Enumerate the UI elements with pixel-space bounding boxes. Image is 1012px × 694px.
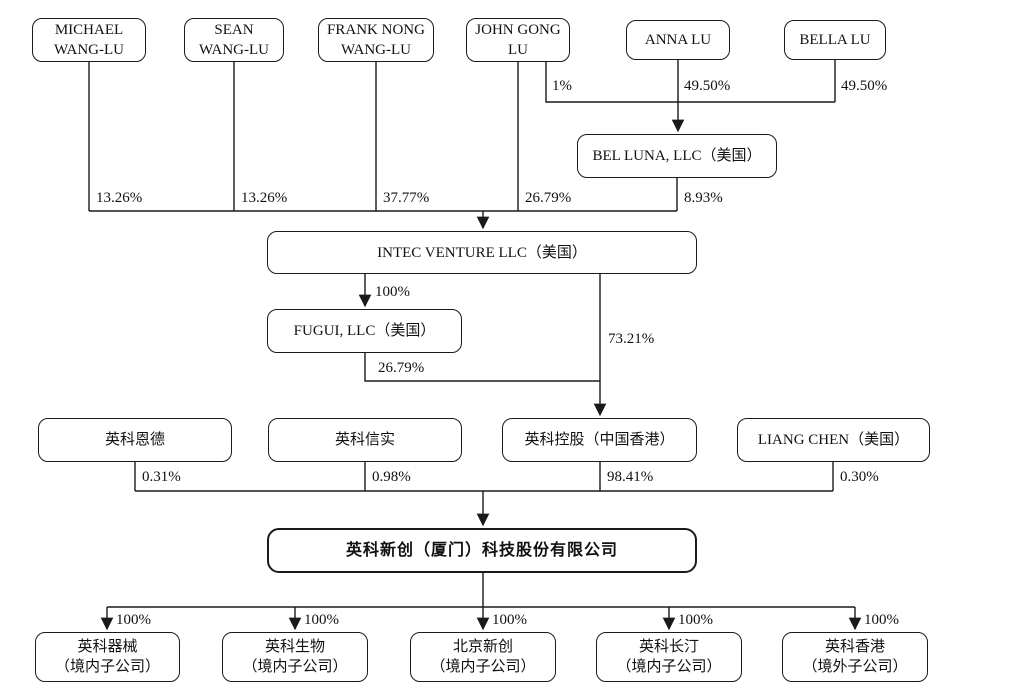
ownership-label-liangchen-main: 0.30% — [840, 469, 879, 485]
ownership-label-ende-main: 0.31% — [142, 469, 181, 485]
plain-connectors — [88, 60, 855, 608]
node-fugui-llc: FUGUI, LLC（美国） — [267, 309, 462, 353]
ownership-label-xinshi-main: 0.98% — [372, 469, 411, 485]
node-sean-wang-lu: SEAN WANG-LU — [184, 18, 284, 62]
node-sub-yingke-hongkong: 英科香港 （境外子公司） — [782, 632, 928, 682]
ownership-label-intec-kongu: 73.21% — [608, 331, 655, 347]
node-frank-nong-wang-lu: FRANK NONG WANG-LU — [318, 18, 434, 62]
ownership-label-fugui-kongu: 26.79% — [378, 360, 425, 376]
node-liang-chen: LIANG CHEN（美国） — [737, 418, 930, 462]
ownership-label-main-beijing: 100% — [492, 612, 527, 628]
ownership-label-sean-intec: 13.26% — [241, 190, 288, 206]
ownership-label-kongu-main: 98.41% — [607, 469, 654, 485]
node-yingke-kongu-hk: 英科控股（中国香港） — [502, 418, 697, 462]
node-bel-luna-llc: BEL LUNA, LLC（美国） — [577, 134, 777, 178]
node-yingke-xinshi: 英科信实 — [268, 418, 462, 462]
ownership-label-main-changting: 100% — [678, 612, 713, 628]
node-john-gong-lu: JOHN GONG LU — [466, 18, 570, 62]
node-anna-lu: ANNA LU — [626, 20, 730, 60]
node-bella-lu: BELLA LU — [784, 20, 886, 60]
ownership-label-anna-belluna: 49.50% — [684, 78, 731, 94]
node-main-company: 英科新创（厦门）科技股份有限公司 — [267, 528, 697, 573]
ownership-label-intec-fugui: 100% — [375, 284, 410, 300]
ownership-label-main-hongkong: 100% — [864, 612, 899, 628]
ownership-label-john-intec: 26.79% — [525, 190, 572, 206]
node-michael-wang-lu: MICHAEL WANG-LU — [32, 18, 146, 62]
ownership-label-michael-intec: 13.26% — [96, 190, 143, 206]
node-sub-yingke-shengwu: 英科生物 （境内子公司） — [222, 632, 368, 682]
node-sub-beijing-xinchuang: 北京新创 （境内子公司） — [410, 632, 556, 682]
ownership-label-bella-belluna: 49.50% — [841, 78, 888, 94]
node-intec-venture-llc: INTEC VENTURE LLC（美国） — [267, 231, 697, 274]
ownership-label-john-belluna: 1% — [552, 78, 572, 94]
node-sub-yingke-qixie: 英科器械 （境内子公司） — [35, 632, 180, 682]
node-sub-yingke-changting: 英科长汀 （境内子公司） — [596, 632, 742, 682]
ownership-label-belluna-intec: 8.93% — [684, 190, 723, 206]
node-yingke-ende: 英科恩德 — [38, 418, 232, 462]
ownership-label-main-shengwu: 100% — [304, 612, 339, 628]
ownership-label-frank-intec: 37.77% — [383, 190, 430, 206]
ownership-label-main-qixie: 100% — [116, 612, 151, 628]
